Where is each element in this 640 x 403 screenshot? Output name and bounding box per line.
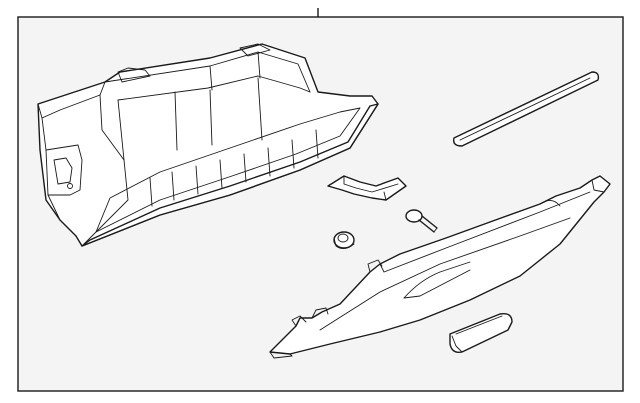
stopper-pin-part [405, 209, 438, 233]
bracket-part [327, 175, 407, 201]
glove-box-door-part [269, 175, 611, 359]
glove-box-bin-part [37, 43, 379, 247]
bumper-part [333, 231, 355, 249]
latch-handle-part [449, 312, 513, 354]
trim-strip-part [452, 71, 600, 147]
